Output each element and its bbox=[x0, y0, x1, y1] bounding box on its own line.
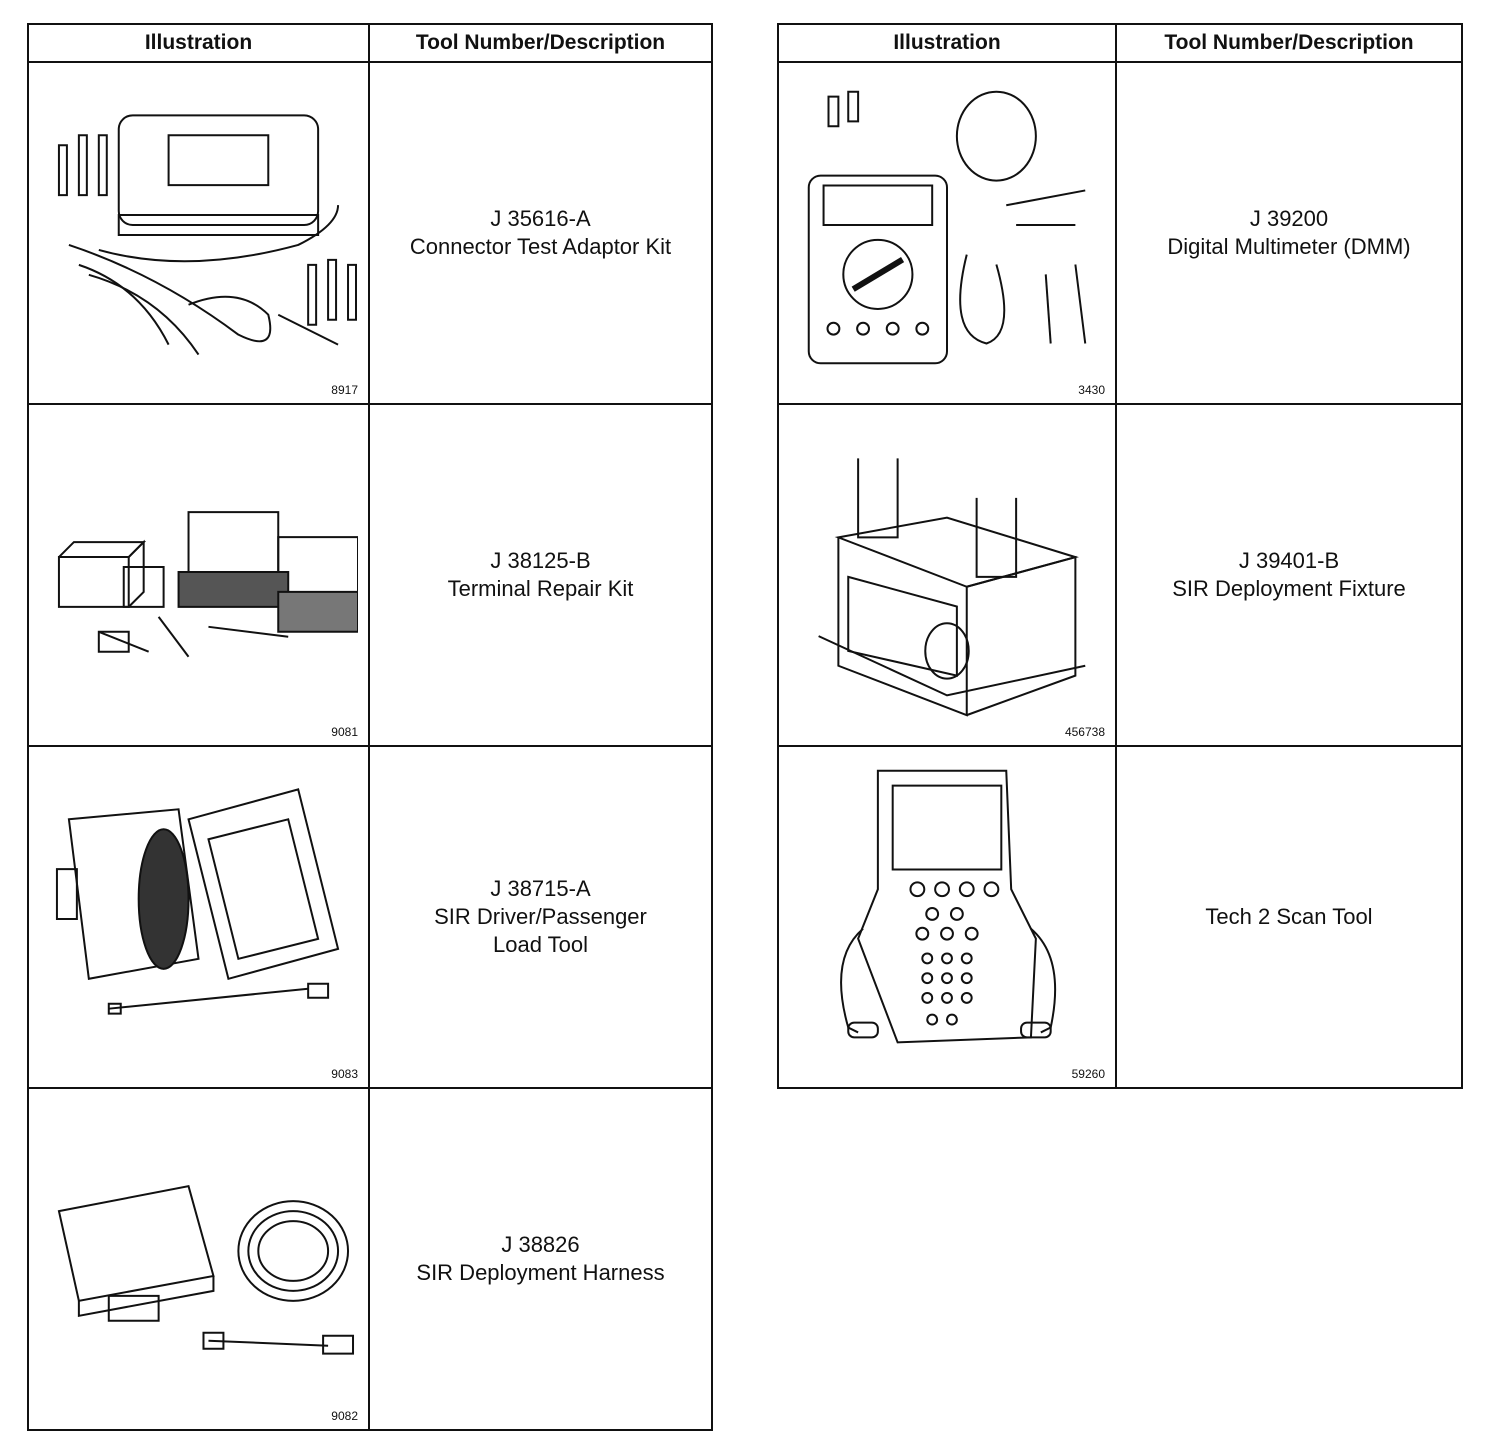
table-header-row: Illustration Tool Number/Description bbox=[27, 23, 713, 63]
tool-description-header: Tool Number/Description bbox=[1115, 23, 1463, 63]
tool-description-cell: Tech 2 Scan Tool bbox=[1115, 745, 1463, 1089]
tool-description: Tech 2 Scan Tool bbox=[1205, 904, 1373, 929]
scan-tool-icon bbox=[789, 757, 1105, 1061]
tool-description: Terminal Repair Kit bbox=[447, 576, 634, 601]
illustration-header: Illustration bbox=[27, 23, 370, 63]
tool-description: SIR Driver/Passenger bbox=[434, 904, 647, 929]
deployment-fixture-icon bbox=[789, 415, 1105, 719]
tool-description: SIR Deployment Fixture bbox=[1172, 576, 1406, 601]
tool-number: J 39401-B bbox=[1238, 548, 1340, 573]
tools-table-right: Illustration Tool Number/Description 343… bbox=[777, 23, 1463, 1089]
illustration-cell: 9081 bbox=[27, 403, 370, 747]
table-row: 456738 J 39401-B SIR Deployment Fixture bbox=[777, 403, 1463, 747]
table-row: 9083 J 38715-A SIR Driver/Passenger Load… bbox=[27, 745, 713, 1089]
tool-description-cell: J 39401-B SIR Deployment Fixture bbox=[1115, 403, 1463, 747]
illustration-cell: 8917 bbox=[27, 61, 370, 405]
figure-number: 59260 bbox=[1071, 1067, 1105, 1081]
table-row: 9081 J 38125-B Terminal Repair Kit bbox=[27, 403, 713, 747]
tool-description-cell: J 38125-B Terminal Repair Kit bbox=[368, 403, 713, 747]
figure-number: 3430 bbox=[1078, 383, 1105, 397]
table-row: 9082 J 38826 SIR Deployment Harness bbox=[27, 1087, 713, 1431]
table-header-row: Illustration Tool Number/Description bbox=[777, 23, 1463, 63]
figure-number: 9081 bbox=[331, 725, 358, 739]
table-row: 8917 J 35616-A Connector Test Adaptor Ki… bbox=[27, 61, 713, 405]
deployment-harness-icon bbox=[39, 1099, 358, 1403]
figure-number: 8917 bbox=[331, 383, 358, 397]
tools-table-left: Illustration Tool Number/Description 891… bbox=[27, 23, 713, 1431]
tool-description: Connector Test Adaptor Kit bbox=[409, 234, 672, 259]
tool-description-continued: Load Tool bbox=[492, 932, 588, 957]
tool-number: J 38125-B bbox=[490, 548, 591, 573]
figure-number: 9083 bbox=[331, 1067, 358, 1081]
load-tool-icon bbox=[39, 757, 358, 1061]
tool-description-cell: J 39200 Digital Multimeter (DMM) bbox=[1115, 61, 1463, 405]
illustration-cell: 3430 bbox=[777, 61, 1117, 405]
tool-description-header: Tool Number/Description bbox=[368, 23, 713, 63]
illustration-cell: 456738 bbox=[777, 403, 1117, 747]
connector-test-adaptor-kit-icon bbox=[39, 73, 358, 377]
terminal-repair-kit-icon bbox=[39, 415, 358, 719]
illustration-header: Illustration bbox=[777, 23, 1117, 63]
digital-multimeter-icon bbox=[789, 73, 1105, 377]
illustration-cell: 9082 bbox=[27, 1087, 370, 1431]
table-row: 3430 J 39200 Digital Multimeter (DMM) bbox=[777, 61, 1463, 405]
tool-description: SIR Deployment Harness bbox=[416, 1260, 665, 1285]
illustration-cell: 59260 bbox=[777, 745, 1117, 1089]
tool-description-cell: J 38826 SIR Deployment Harness bbox=[368, 1087, 713, 1431]
tool-description: Digital Multimeter (DMM) bbox=[1167, 234, 1411, 259]
tool-description-cell: J 35616-A Connector Test Adaptor Kit bbox=[368, 61, 713, 405]
figure-number: 456738 bbox=[1064, 725, 1105, 739]
tool-number: J 35616-A bbox=[490, 206, 591, 231]
tool-description-cell: J 38715-A SIR Driver/Passenger Load Tool bbox=[368, 745, 713, 1089]
tool-number: J 38826 bbox=[501, 1232, 580, 1257]
illustration-cell: 9083 bbox=[27, 745, 370, 1089]
tool-number: J 38715-A bbox=[490, 876, 591, 901]
tool-number: J 39200 bbox=[1249, 206, 1329, 231]
table-row: 59260 Tech 2 Scan Tool bbox=[777, 745, 1463, 1089]
figure-number: 9082 bbox=[331, 1409, 358, 1423]
